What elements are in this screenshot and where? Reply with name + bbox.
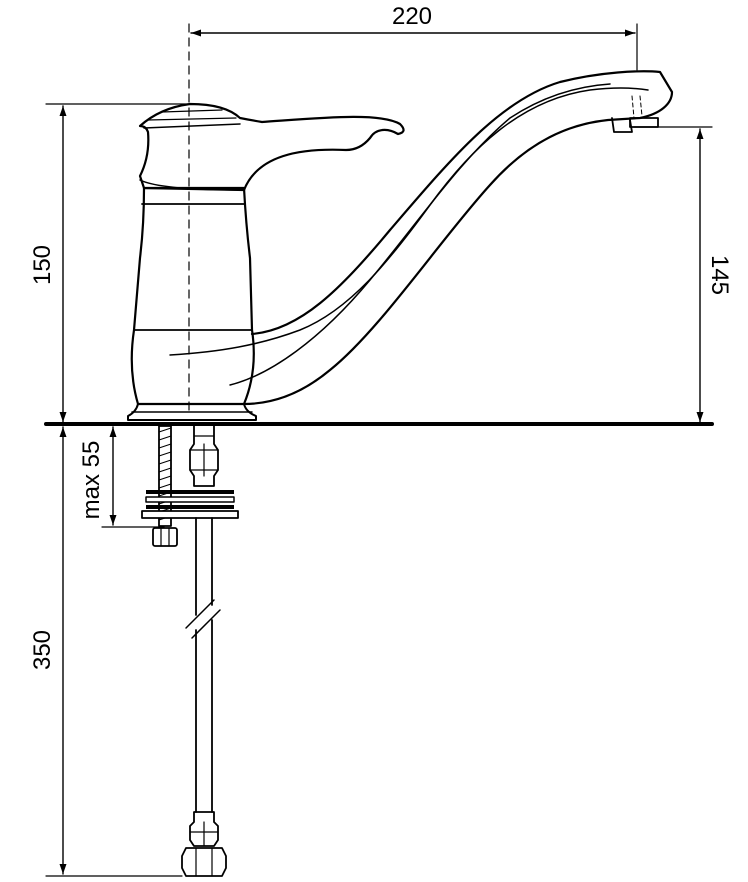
flexible-hose — [185, 517, 221, 813]
hose-fitting-bottom — [181, 811, 227, 877]
lock-nut — [152, 527, 178, 547]
mounting-washers — [141, 490, 239, 519]
dim-label-outlet-height: 145 — [706, 255, 733, 295]
faucet-body — [130, 186, 255, 406]
dim-label-spout-reach: 220 — [392, 3, 432, 30]
dim-label-max-countertop: max 55 — [78, 441, 105, 520]
dim-label-hose-length: 350 — [29, 630, 56, 670]
dim-label-total-height: 150 — [29, 245, 56, 285]
spout — [169, 70, 674, 406]
lever-handle — [138, 102, 405, 192]
faucet-base — [127, 403, 257, 421]
hose-fitting-top — [189, 425, 219, 487]
